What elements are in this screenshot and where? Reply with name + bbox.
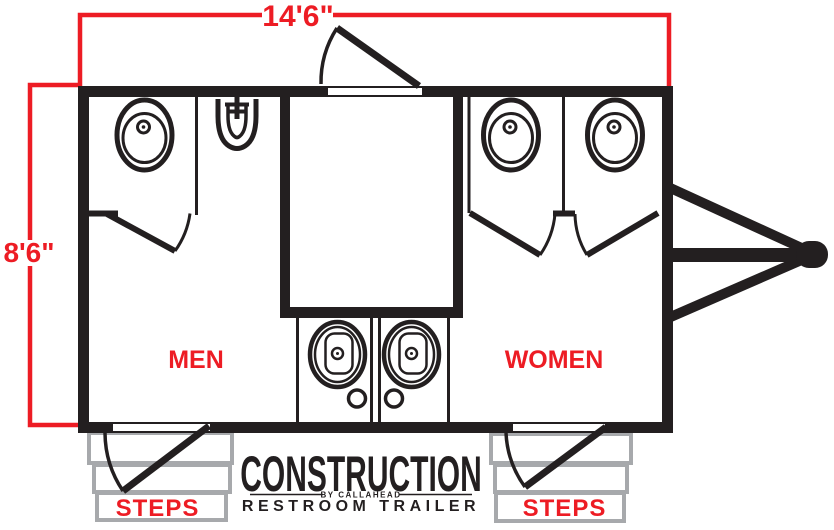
logo-product: RESTROOM TRAILER (242, 498, 480, 515)
urinal-icon (215, 95, 259, 151)
drain-icon (383, 388, 405, 409)
interior-walls (89, 97, 575, 422)
men-room-label: MEN (168, 346, 224, 374)
construction-logo: CONSTRUCTION BY CALLAHEAD RESTROOM TRAIL… (240, 446, 482, 515)
women-door-opening (513, 424, 605, 431)
height-dimension-label: 8'6" (3, 237, 54, 268)
toilet-icon (588, 100, 643, 170)
height-dimension: 8'6" (3, 82, 78, 428)
left-steps (87, 431, 234, 522)
women-room-label: WOMEN (505, 346, 604, 374)
sink-icon (384, 322, 439, 387)
width-dimension: 14'6" (77, 0, 672, 86)
width-dimension-label: 14'6" (262, 0, 333, 33)
right-steps-label: STEPS (523, 495, 607, 522)
logo-construction: CONSTRUCTION (240, 446, 482, 502)
women-stall-door-swing (468, 210, 660, 258)
sink-icon (310, 322, 365, 387)
men-stall-door-swing (105, 211, 192, 254)
logo-byline: BY CALLAHEAD (321, 491, 402, 500)
top-door-opening (328, 88, 422, 95)
top-door-swing (319, 25, 422, 89)
trailer-hitch (663, 181, 828, 324)
toilet-icon (484, 100, 539, 170)
left-steps-label: STEPS (116, 495, 200, 522)
right-steps (489, 432, 633, 523)
men-door-opening (113, 424, 210, 431)
hitch-coupler (796, 241, 828, 268)
step (494, 491, 626, 523)
drain-icon (346, 388, 368, 409)
women-entry-door-swing (504, 424, 609, 490)
step (95, 491, 228, 522)
toilet-icon (117, 100, 172, 170)
men-entry-door-swing (103, 423, 212, 494)
